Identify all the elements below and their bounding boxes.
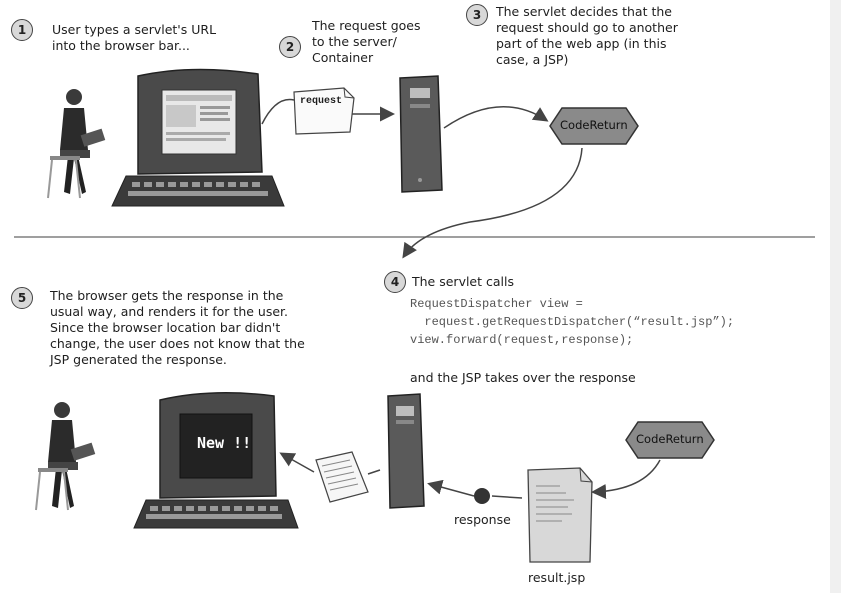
arrow-to-dispatcher	[402, 147, 583, 259]
result-jsp-label: result.jsp	[528, 570, 586, 585]
step-5-badge: 5	[11, 287, 33, 309]
arrow-to-request	[261, 98, 295, 125]
arrow-to-servlet	[443, 106, 549, 129]
code-return-bottom-label: CodeReturn	[636, 432, 704, 446]
response-label: response	[454, 512, 511, 527]
step-3-text: The servlet decides that the request sho…	[496, 4, 678, 67]
code-line-2: request.getRequestDispatcher(“result.jsp…	[410, 315, 735, 329]
step-2-text: The request goes to the server/ Containe…	[312, 18, 421, 65]
step-2-badge: 2	[279, 36, 301, 58]
screen-new-label: New !!	[197, 434, 252, 452]
step-4-badge: 4	[384, 271, 406, 293]
document-icon	[315, 451, 369, 503]
code-line-3: view.forward(request,response);	[410, 333, 634, 347]
code-return-top-label: CodeReturn	[560, 118, 628, 132]
computer-icon	[111, 68, 285, 207]
servlet-badge-icon	[625, 421, 715, 459]
server-icon	[387, 393, 425, 509]
step-4-after-text: and the JSP takes over the response	[410, 370, 636, 385]
response-dot	[474, 488, 490, 504]
request-note-icon	[293, 87, 355, 135]
arrow-to-jsp	[591, 459, 661, 500]
jsp-document-icon	[527, 467, 593, 563]
servlet-badge-icon	[549, 107, 639, 145]
arrow-from-server	[367, 469, 381, 475]
user-icon	[47, 89, 106, 199]
request-note-label: request	[300, 96, 343, 107]
arrow-to-browser	[279, 452, 315, 473]
arrow-response	[491, 495, 523, 499]
computer-icon	[133, 392, 299, 529]
step-4-text: The servlet calls	[412, 274, 514, 289]
user-icon	[35, 402, 96, 511]
code-line-1: RequestDispatcher view =	[410, 297, 583, 311]
step-3-badge: 3	[466, 4, 488, 26]
step-5-text: The browser gets the response in the usu…	[50, 288, 305, 367]
arrow-to-server-bottom	[427, 479, 475, 497]
right-scroll-strip	[830, 0, 841, 593]
step-1-text: User types a servlet's URL into the brow…	[52, 22, 217, 53]
server-icon	[399, 75, 443, 193]
step-1-badge: 1	[11, 19, 33, 41]
